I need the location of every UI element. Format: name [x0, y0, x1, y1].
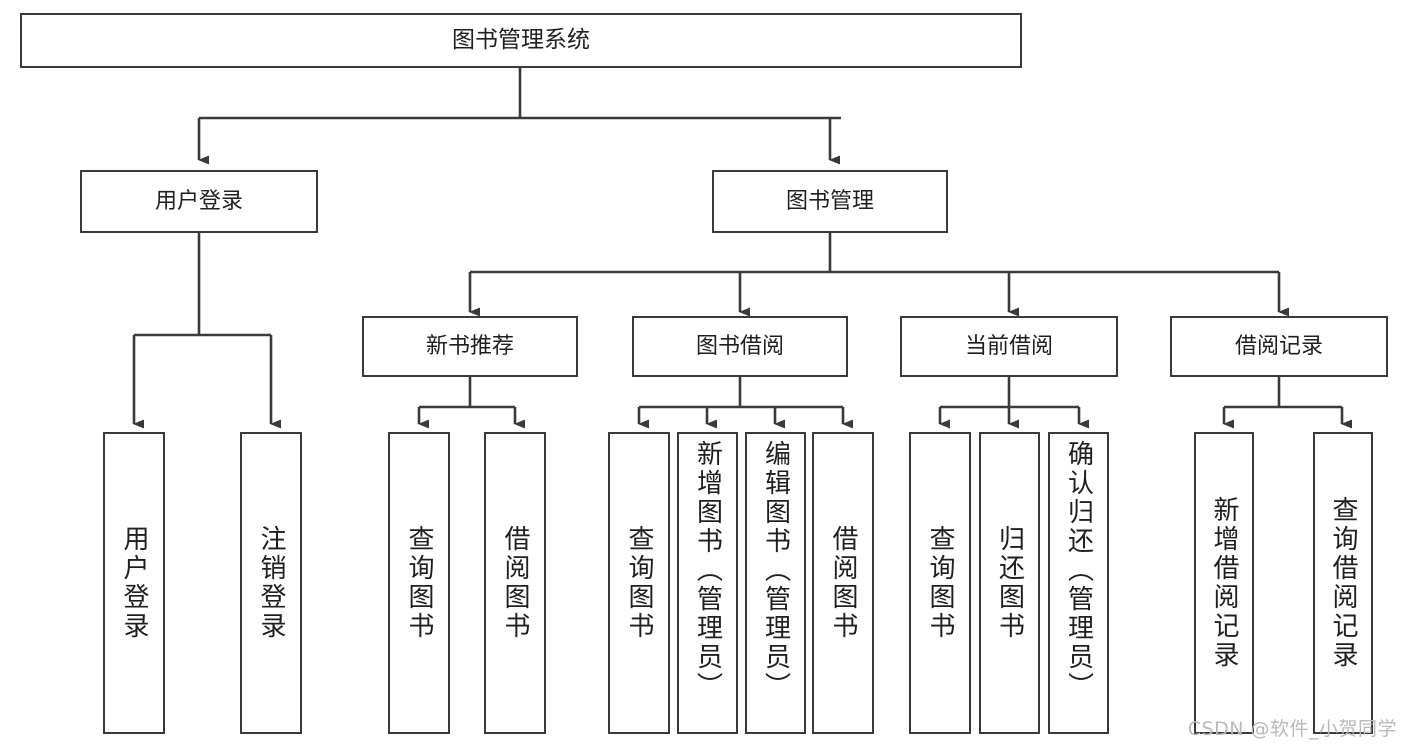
node-label: 图书借阅 [695, 333, 784, 359]
leaf-return-book[interactable]: 归还图书 [979, 432, 1040, 734]
node-label: 图书管理系统 [452, 27, 590, 54]
node-label: 图书管理 [785, 188, 874, 214]
node-label: 编辑图书（管理员） [760, 440, 791, 701]
node-label: 用户登录 [119, 525, 149, 641]
node-root-system[interactable]: 图书管理系统 [20, 13, 1022, 68]
node-label: 新增借阅记录 [1209, 496, 1239, 670]
node-label: 当前借阅 [964, 333, 1053, 359]
node-borrow-record[interactable]: 借阅记录 [1170, 316, 1388, 377]
watermark: CSDN @软件_小贺同学 [1187, 718, 1397, 740]
leaf-edit-book-admin[interactable]: 编辑图书（管理员） [745, 432, 806, 734]
node-new-book-recommend[interactable]: 新书推荐 [362, 316, 578, 377]
leaf-user-logout[interactable]: 注销登录 [240, 432, 302, 734]
node-user-login[interactable]: 用户登录 [80, 170, 318, 233]
leaf-confirm-return-admin[interactable]: 确认归还（管理员） [1048, 432, 1109, 734]
leaf-query-borrow-record[interactable]: 查询借阅记录 [1313, 432, 1373, 734]
node-label: 借阅图书 [828, 525, 858, 641]
node-label: 新增图书（管理员） [692, 440, 723, 701]
node-label: 借阅记录 [1234, 333, 1323, 359]
node-label: 借阅图书 [500, 525, 530, 641]
node-label: 用户登录 [154, 188, 243, 214]
leaf-query-book[interactable]: 查询图书 [608, 432, 670, 734]
leaf-query-book-recommend[interactable]: 查询图书 [388, 432, 450, 734]
leaf-add-book-admin[interactable]: 新增图书（管理员） [677, 432, 738, 734]
leaf-query-book-current[interactable]: 查询图书 [909, 432, 971, 734]
node-label: 确认归还（管理员） [1063, 440, 1094, 701]
leaf-user-login[interactable]: 用户登录 [103, 432, 165, 734]
node-book-borrow[interactable]: 图书借阅 [632, 316, 848, 377]
node-label: 查询图书 [404, 525, 434, 641]
node-book-management[interactable]: 图书管理 [712, 170, 948, 233]
leaf-add-borrow-record[interactable]: 新增借阅记录 [1194, 432, 1254, 734]
node-label: 归还图书 [994, 525, 1025, 641]
node-current-borrow[interactable]: 当前借阅 [900, 316, 1118, 377]
node-label: 新书推荐 [425, 333, 514, 359]
leaf-borrow-book[interactable]: 借阅图书 [812, 432, 874, 734]
node-label: 注销登录 [256, 525, 286, 641]
node-label: 查询借阅记录 [1328, 496, 1358, 670]
node-label: 查询图书 [925, 525, 955, 641]
node-label: 查询图书 [624, 525, 654, 641]
leaf-borrow-book-recommend[interactable]: 借阅图书 [484, 432, 546, 734]
